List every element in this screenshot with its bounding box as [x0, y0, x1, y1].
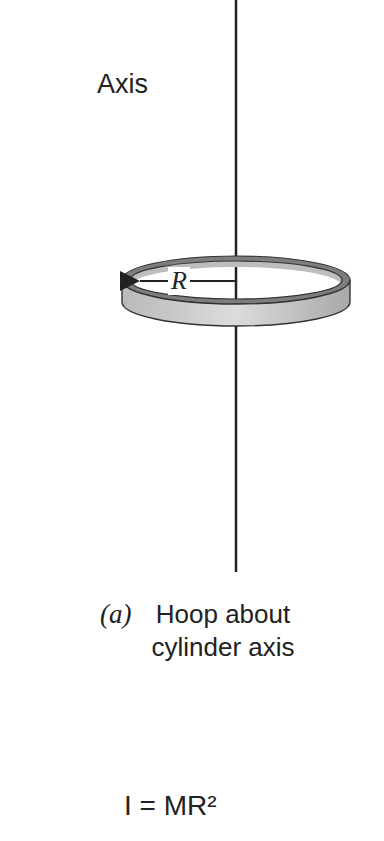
- figure-letter: (a): [100, 598, 131, 632]
- formula: I = MR²: [124, 788, 217, 823]
- axis-label: Axis: [97, 68, 148, 102]
- caption-text: Hoop about cylinder axis: [134, 598, 312, 663]
- radius-label: R: [168, 267, 190, 296]
- axis-line: [235, 0, 238, 572]
- hoop-band: [122, 280, 350, 326]
